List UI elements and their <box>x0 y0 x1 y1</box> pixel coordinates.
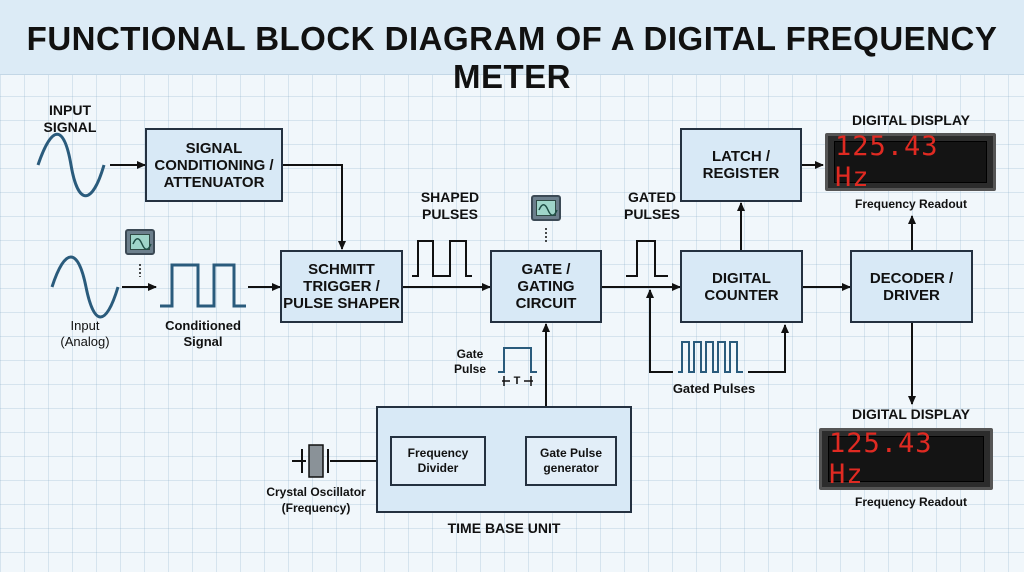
latch-register-block: LATCH / REGISTER <box>680 128 802 202</box>
signal-conditioning-block: SIGNAL CONDITIONING / ATTENUATOR <box>145 128 283 202</box>
sine-wave-icon <box>50 255 120 319</box>
oscilloscope-icon <box>125 229 155 255</box>
digital-display-title: DIGITAL DISPLAY <box>852 112 970 128</box>
period-marker-arrows <box>502 376 533 386</box>
gate-pulse-label: Gate Pulse <box>453 347 486 376</box>
digital-display: 125.43 Hz <box>825 131 996 193</box>
digital-display-title: DIGITAL DISPLAY <box>852 406 970 422</box>
decoder-driver-block: DECODER / DRIVER <box>850 250 973 323</box>
frequency-readout-label: Frequency Readout <box>854 197 968 211</box>
period-marker-label: T <box>513 375 521 387</box>
arrow-loop-left <box>646 289 673 373</box>
gated-pulses-label: GATED PULSES <box>623 189 680 222</box>
square-wave-icon <box>498 347 537 373</box>
display-readout: 125.43 Hz <box>834 131 987 193</box>
crystal-oscillator-label: Crystal Oscillator (Frequency) <box>266 485 366 515</box>
title-bar <box>0 0 1024 75</box>
frequency-readout-label: Frequency Readout <box>854 495 968 509</box>
input-analog-label: Input (Analog) <box>60 318 110 349</box>
square-wave-icon <box>678 341 743 373</box>
diagram-title: FUNCTIONAL BLOCK DIAGRAM OF A DIGITAL FR… <box>26 20 998 95</box>
square-wave-icon <box>160 263 246 308</box>
arrow-conditioning-to-schmitt <box>283 164 346 250</box>
conditioned-signal-label: Conditioned Signal <box>165 318 241 349</box>
gate-circuit-block: GATE / GATING CIRCUIT <box>490 250 602 323</box>
oscilloscope-icon <box>531 195 561 221</box>
square-wave-icon <box>626 240 668 277</box>
gated-pulses-loop-label: Gated Pulses <box>672 381 756 396</box>
gate-pulse-generator-block: Gate Pulse generator <box>525 436 617 486</box>
frequency-divider-block: Frequency Divider <box>390 436 486 486</box>
crystal-icon <box>301 444 329 478</box>
schmitt-trigger-block: SCHMITT TRIGGER / PULSE SHAPER <box>280 250 403 323</box>
shaped-pulses-label: SHAPED PULSES <box>420 189 480 222</box>
square-wave-icon <box>412 240 472 277</box>
input-signal-label: INPUT SIGNAL <box>43 102 97 135</box>
display-readout: 125.43 Hz <box>828 428 984 490</box>
arrow-loop-right <box>748 324 789 373</box>
sine-wave-icon <box>36 132 106 198</box>
time-base-unit-label: TIME BASE UNIT <box>447 520 561 536</box>
digital-counter-block: DIGITAL COUNTER <box>680 250 803 323</box>
digital-display: 125.43 Hz <box>819 428 993 490</box>
